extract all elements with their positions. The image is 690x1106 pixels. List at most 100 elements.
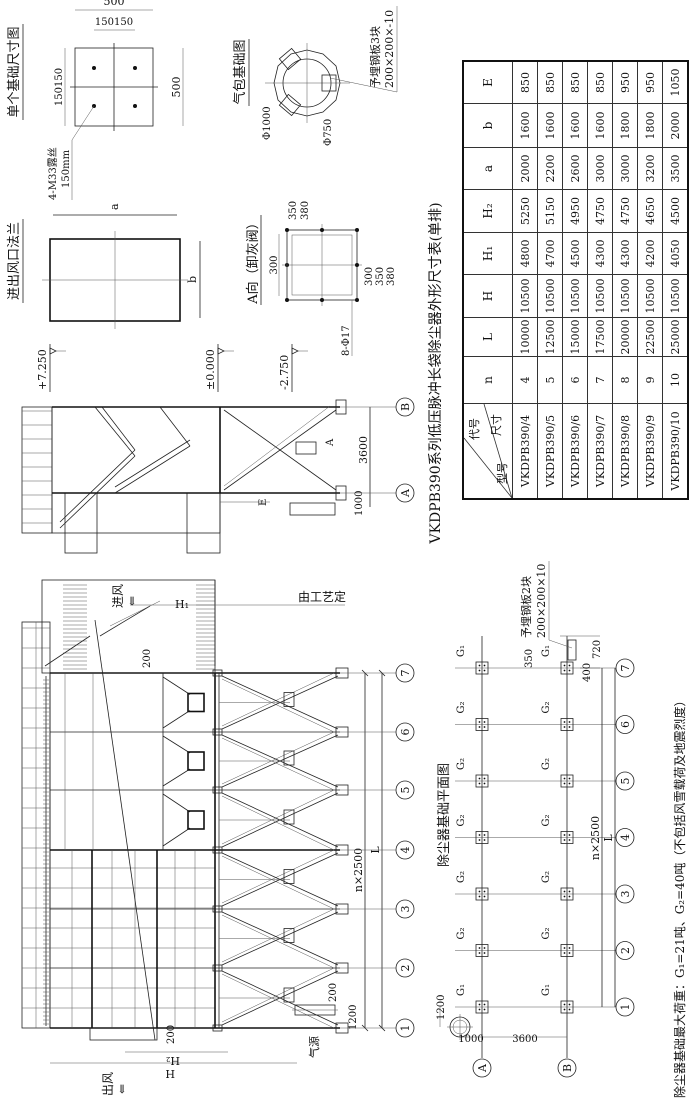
drum-plate-note: 予埋钢板3块 bbox=[368, 26, 382, 88]
valve-view-title: A向（卸灰阀） bbox=[245, 216, 261, 304]
bolt-icon bbox=[92, 66, 96, 70]
cross-brace bbox=[221, 789, 335, 845]
column-cap bbox=[212, 846, 223, 854]
value-cell: 25000 bbox=[662, 317, 688, 357]
outlet-flange bbox=[89, 1027, 158, 1041]
bolt-hole-icon bbox=[285, 298, 289, 302]
value-cell: 17500 bbox=[587, 317, 613, 357]
anchor-bolt-icon bbox=[568, 839, 571, 841]
bolt-hole-icon bbox=[285, 228, 289, 232]
valve-icon bbox=[283, 809, 295, 825]
column-cap bbox=[212, 728, 223, 736]
anchor-bolt-icon bbox=[478, 952, 481, 954]
anchor-bolt-icon bbox=[568, 952, 571, 954]
value-cell: 12500 bbox=[537, 317, 563, 357]
value-cell: 950 bbox=[612, 61, 638, 104]
bolt-note-length: 150mm bbox=[61, 149, 72, 188]
model-cell: VKDPB390/9 bbox=[637, 403, 663, 499]
column-header-3: H₁ bbox=[463, 232, 513, 275]
phi-1000: Φ1000 bbox=[262, 106, 273, 140]
foundation-pad bbox=[560, 661, 574, 675]
hopper-edge bbox=[114, 445, 191, 494]
value-cell: 22500 bbox=[637, 317, 663, 357]
column-axis-circle bbox=[615, 997, 635, 1017]
value-cell: 6 bbox=[562, 356, 588, 404]
plan-dim-length: L bbox=[602, 834, 615, 842]
value-cell: 2600 bbox=[562, 147, 588, 190]
load-label: G₂ bbox=[541, 815, 552, 827]
anchor-bolt-icon bbox=[478, 890, 481, 893]
anchor-bolt-icon bbox=[563, 669, 566, 672]
anchor-bolt-icon bbox=[568, 777, 571, 780]
anchor-bolt-icon bbox=[483, 777, 486, 780]
anchor-bolt-icon bbox=[568, 726, 571, 728]
anchor-bolt-icon bbox=[563, 952, 566, 954]
value-cell: 20000 bbox=[612, 317, 638, 357]
cross-brace bbox=[223, 409, 337, 491]
value-cell: 1050 bbox=[662, 61, 688, 104]
elevation-bottom: -2.750 bbox=[278, 355, 291, 390]
plan-dim-350: 350 bbox=[524, 649, 535, 668]
axis-circle bbox=[395, 840, 415, 860]
plan-dim-span: n×2500 bbox=[589, 816, 602, 860]
side-view bbox=[21, 344, 396, 554]
gas-source-label: 气源 bbox=[307, 1036, 321, 1058]
anchor-bolt-icon bbox=[563, 721, 566, 723]
anchor-bolt-icon bbox=[478, 895, 481, 898]
bolt-hole-icon bbox=[320, 228, 324, 232]
cross-brace bbox=[221, 855, 335, 910]
value-cell: 1600 bbox=[562, 103, 588, 148]
foundation-pad bbox=[475, 1000, 489, 1014]
anchor-bolt-icon bbox=[483, 669, 486, 672]
value-cell: 5 bbox=[537, 356, 563, 404]
dim-length: L bbox=[369, 846, 382, 854]
anchor-bolt-icon bbox=[478, 664, 481, 667]
model-cell: VKDPB390/7 bbox=[587, 403, 613, 499]
value-cell: 10500 bbox=[612, 274, 638, 318]
plan-dim-400: 400 bbox=[582, 663, 593, 682]
axis-circle bbox=[395, 958, 415, 978]
anchor-bolt-icon bbox=[483, 1003, 486, 1006]
side-view-labels: +7.250 ±0.000 -2.750 3600 1000 E A A B bbox=[36, 349, 415, 516]
foundation-pad bbox=[560, 774, 574, 788]
gas-drum bbox=[289, 502, 336, 516]
anchor-bolt-icon bbox=[478, 669, 481, 672]
foundation-pad bbox=[560, 887, 574, 901]
anchor-bolt-icon bbox=[568, 895, 571, 898]
outlet-label: 出风 bbox=[101, 1072, 115, 1096]
anchor-bolt-icon bbox=[483, 952, 486, 954]
axis-b-circle bbox=[395, 397, 415, 417]
value-cell: 7 bbox=[587, 356, 613, 404]
anchor-bolt-icon bbox=[483, 947, 486, 949]
valve-icon bbox=[295, 441, 317, 455]
model-cell: VKDPB390/8 bbox=[612, 403, 638, 499]
foundation-pad bbox=[475, 661, 489, 675]
foundation-pad bbox=[560, 944, 574, 957]
value-cell: 1600 bbox=[537, 103, 563, 148]
load-label: G₁ bbox=[456, 645, 467, 657]
column-axis-label-5: 5 bbox=[619, 778, 632, 785]
axis-label-7: 7 bbox=[399, 670, 412, 677]
model-cell: VKDPB390/5 bbox=[537, 403, 563, 499]
column-axis-label-6: 6 bbox=[619, 721, 632, 728]
flange-title: 进出风口法兰 bbox=[7, 222, 22, 300]
anchor-bolt-icon bbox=[568, 947, 571, 949]
valve-dim-h-350: 350 bbox=[288, 201, 299, 220]
inlet-structure bbox=[41, 579, 216, 674]
dim-3600: 3600 bbox=[357, 436, 370, 464]
value-cell: 3500 bbox=[662, 147, 688, 190]
plan-plate-size: 200×200×10 bbox=[535, 564, 548, 638]
value-cell: 4800 bbox=[512, 232, 538, 275]
column-cap bbox=[212, 964, 223, 972]
side-body bbox=[51, 406, 221, 534]
value-cell: 4500 bbox=[562, 232, 588, 275]
anchor-bolt-icon bbox=[568, 890, 571, 893]
value-cell: 15000 bbox=[562, 317, 588, 357]
axis-circle bbox=[395, 1018, 415, 1038]
dim-1200: 1200 bbox=[348, 1005, 359, 1030]
column-header-4: H₂ bbox=[463, 189, 513, 233]
